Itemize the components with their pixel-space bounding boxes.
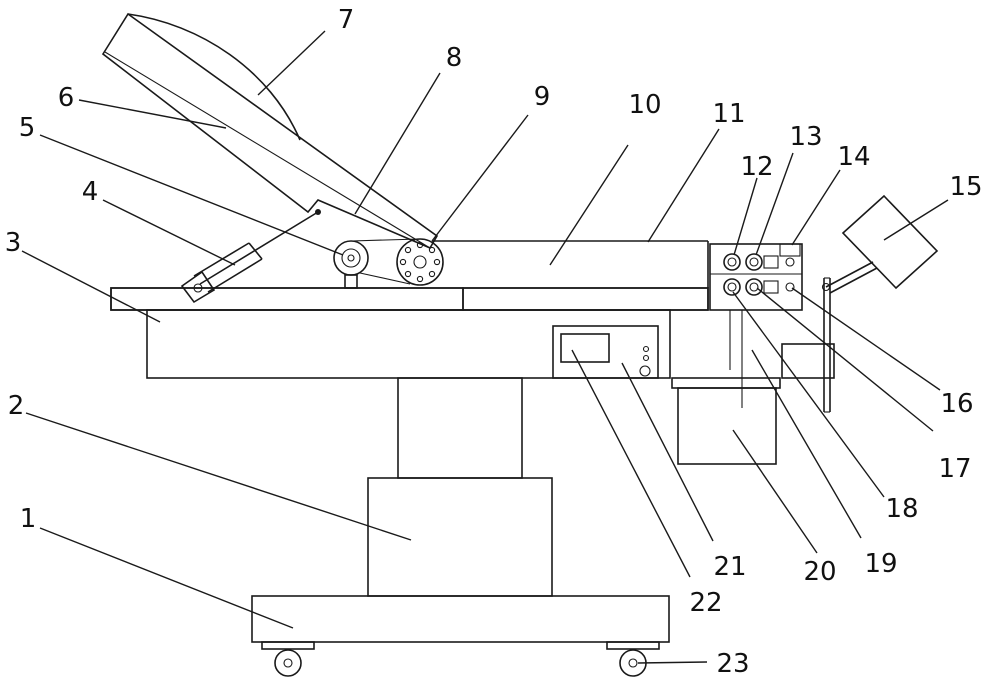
pillow-curve: [127, 13, 301, 141]
label-12: 12: [740, 152, 773, 182]
label-6: 6: [58, 83, 75, 113]
label-20: 20: [803, 557, 836, 587]
side-bracket: [781, 277, 835, 413]
number-labels: 1 2 3 4 5 6 7 8 9 10 11 12 13 14 15 16 1…: [5, 5, 983, 679]
label-16: 16: [940, 389, 973, 419]
leader-lines: [21, 30, 949, 664]
lift-column-upper: [397, 377, 523, 479]
label-3: 3: [5, 228, 22, 258]
label-8: 8: [446, 43, 463, 73]
lift-column-lower: [367, 477, 553, 597]
label-10: 10: [628, 90, 661, 120]
label-13: 13: [789, 122, 822, 152]
label-17: 17: [938, 454, 971, 484]
drive-belt: [350, 238, 421, 285]
label-23: 23: [716, 649, 749, 679]
upper-cover: [432, 240, 709, 288]
label-14: 14: [837, 142, 870, 172]
label-4: 4: [82, 177, 99, 207]
collection-box: [671, 377, 781, 465]
gear-wheel: [396, 238, 444, 286]
roller-assembly: [709, 243, 803, 408]
label-18: 18: [885, 494, 918, 524]
bed-board-right: [462, 287, 709, 311]
control-box: [552, 325, 659, 379]
base-assembly: [251, 377, 670, 643]
label-7: 7: [338, 5, 355, 35]
label-1: 1: [20, 504, 37, 534]
actuator-mount: [180, 270, 216, 304]
caster-wheel-left: [261, 641, 315, 677]
linear-actuator: [180, 209, 321, 304]
base-plate: [251, 595, 670, 643]
control-knob: [639, 365, 651, 377]
display-screen: [560, 333, 610, 363]
back-rest-board: [101, 12, 439, 250]
bed-board-left: [110, 287, 464, 311]
frame-body: [146, 309, 671, 379]
indicator-dot: [642, 345, 650, 353]
pulley-wheel: [333, 240, 369, 289]
label-21: 21: [713, 552, 746, 582]
label-19: 19: [864, 549, 897, 579]
label-22: 22: [689, 588, 722, 618]
caster-wheel-right: [606, 641, 660, 677]
label-9: 9: [534, 82, 551, 112]
label-5: 5: [19, 113, 36, 143]
operator-panel: [821, 194, 939, 294]
bed-board-outline: [110, 287, 709, 311]
indicator-dot: [642, 354, 650, 362]
back-rest: [101, 12, 439, 250]
label-2: 2: [8, 391, 25, 421]
bed-frame: [110, 287, 709, 379]
label-15: 15: [949, 172, 982, 202]
label-11: 11: [712, 99, 745, 129]
